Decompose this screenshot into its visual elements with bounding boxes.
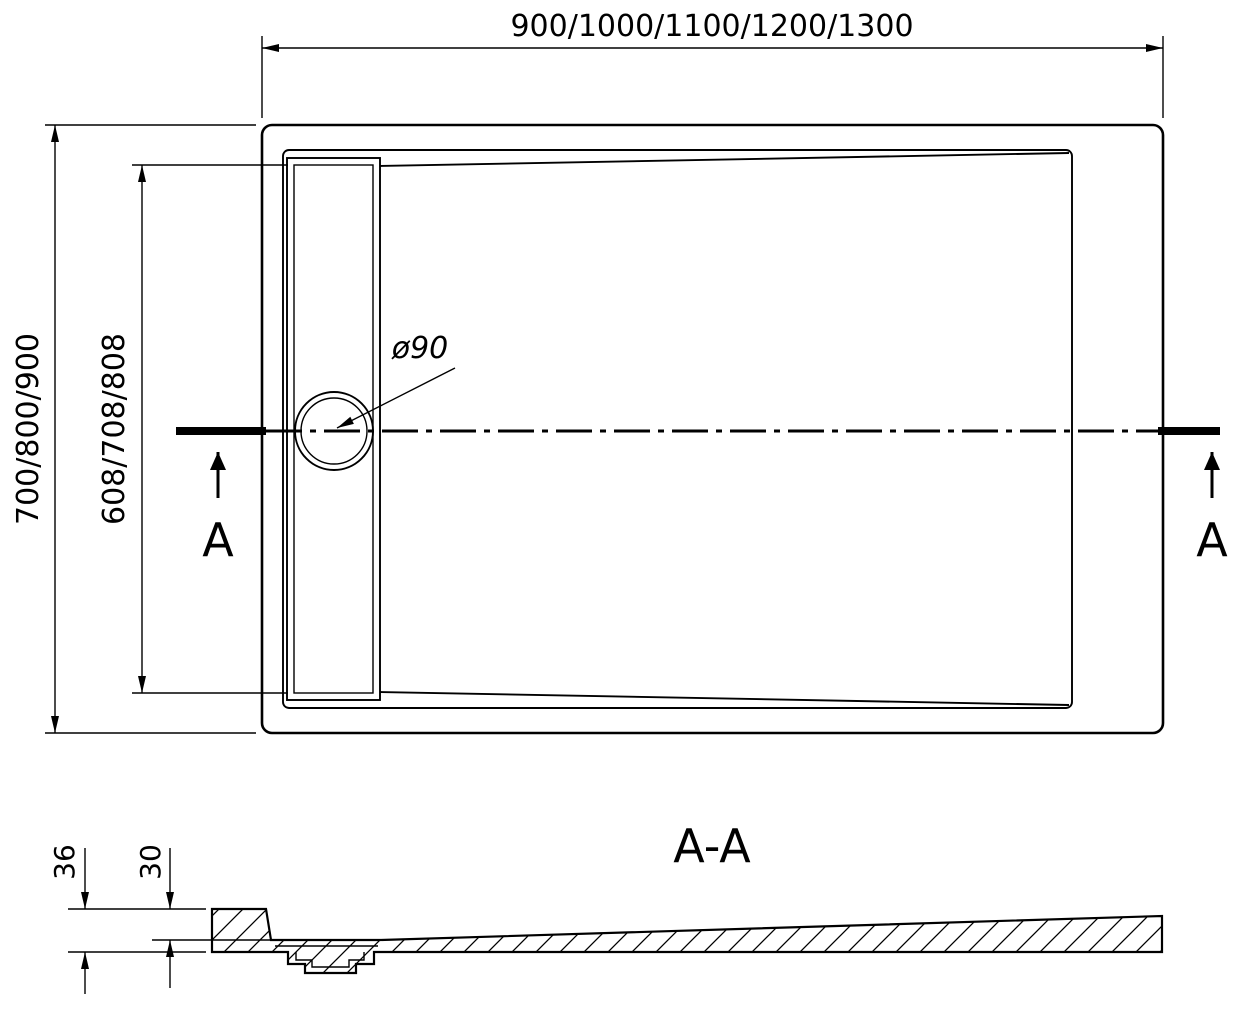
section-view: A-A [210, 819, 1164, 975]
tray-inner-rim [282, 149, 1073, 709]
inner-length-dimension-label: 608/708/808 [97, 333, 132, 525]
thickness-dimension-label: 36 [48, 844, 81, 880]
drain-diameter-label: ø90 [391, 331, 449, 366]
drain-channel-inner [293, 164, 374, 694]
dimension-outer-length: 700/800/900 [11, 124, 256, 734]
section-title: A-A [673, 819, 751, 873]
tray-outer-outline [260, 123, 1165, 735]
section-profile [210, 907, 1164, 975]
dimension-width: 900/1000/1100/1200/1300 [261, 9, 1164, 118]
section-marker-left-label: A [202, 513, 234, 567]
drain-leader-line [336, 367, 456, 429]
drain-channel-outer [286, 157, 381, 701]
top-view: ø90 [260, 123, 1165, 735]
width-dimension-label: 900/1000/1100/1200/1300 [510, 9, 913, 44]
depth-dimension-label: 30 [134, 844, 167, 880]
section-cut-line: A A [176, 427, 1228, 567]
section-marker-right-label: A [1196, 513, 1228, 567]
outer-length-dimension-label: 700/800/900 [11, 333, 46, 525]
dimension-depth: 30 [134, 844, 272, 988]
dimension-inner-length: 608/708/808 [97, 164, 288, 694]
dimension-thickness: 36 [48, 844, 206, 994]
drain-trap-detail [295, 952, 365, 968]
floor-slope-line-bottom [379, 691, 1070, 706]
floor-slope-line-top [379, 152, 1070, 167]
